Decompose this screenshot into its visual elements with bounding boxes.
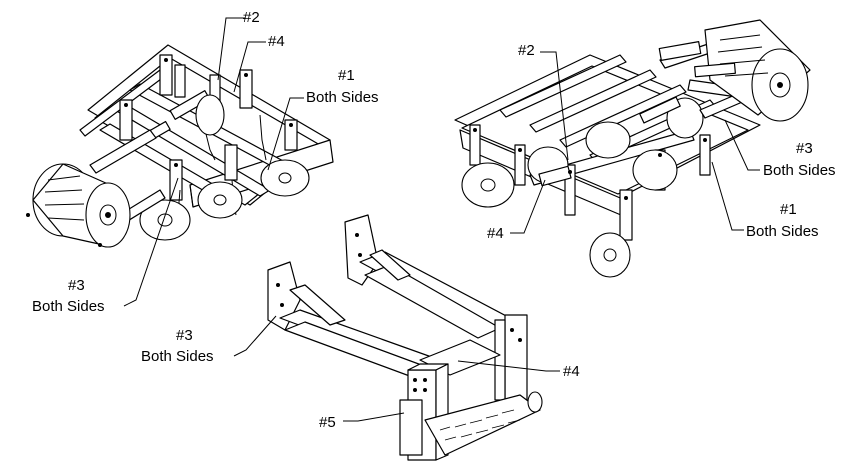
callout-2-left: #2 [243,9,260,26]
callout-3-right: #3 [796,140,813,157]
callout-2-right: #2 [518,42,535,59]
hitch-frame-illustration [267,214,543,461]
callout-4-right: #4 [487,225,504,242]
callout-3-bottom: #3 [176,327,193,344]
callout-1-left: #1 [338,67,355,84]
callout-1-left-sub: Both Sides [306,89,379,106]
callout-3-right-sub: Both Sides [763,162,836,179]
callout-5-bottom: #5 [319,414,336,431]
callout-4-left: #4 [268,33,285,50]
cultivator-left-illustration [26,44,334,248]
cultivator-right-illustration [454,19,811,278]
callout-3-left: #3 [68,277,85,294]
callout-3-bottom-sub: Both Sides [141,348,214,365]
callout-1-right: #1 [780,201,797,218]
callout-3-left-sub: Both Sides [32,298,105,315]
callout-1-right-sub: Both Sides [746,223,819,240]
callout-4-bottom: #4 [563,363,580,380]
